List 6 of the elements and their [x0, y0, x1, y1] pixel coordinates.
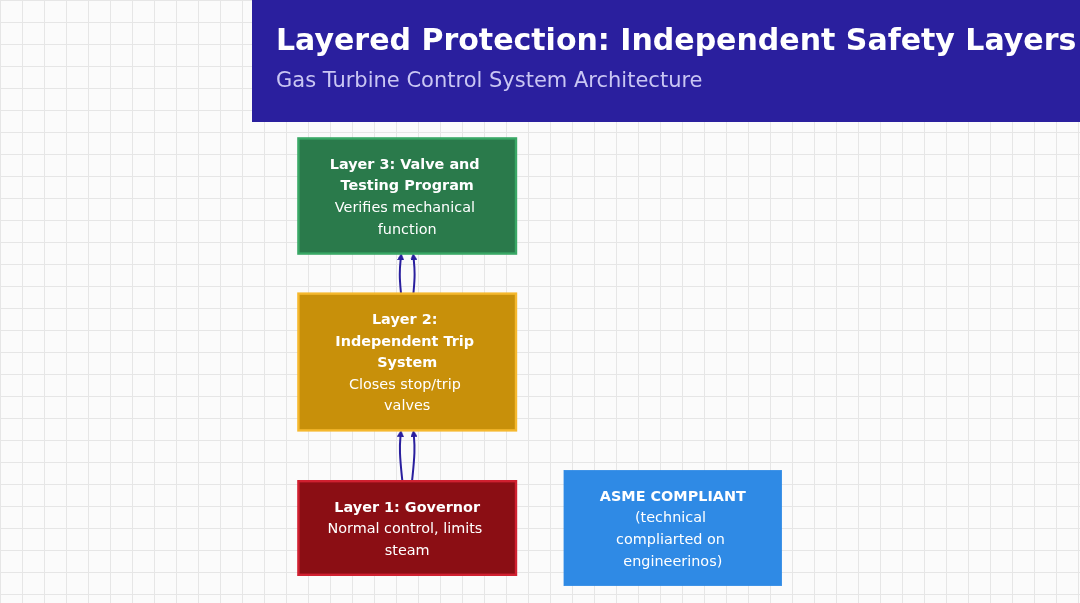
node-box: ASME COMPLIANT (technical compliarted on engineerinos) [563, 470, 782, 586]
title: Layered Protection: Independent Safety Layers [276, 22, 1077, 57]
node-box: Layer 1: Governor Normal control, limits steam [297, 480, 518, 576]
subtitle: Gas Turbine Control System Architecture [276, 68, 703, 92]
node-box: Layer 2: Independent Trip System Closes stop/trip valves [297, 292, 518, 432]
node-box: Layer 3: Valve and Testing Program Verifies mechanical function [297, 137, 518, 255]
